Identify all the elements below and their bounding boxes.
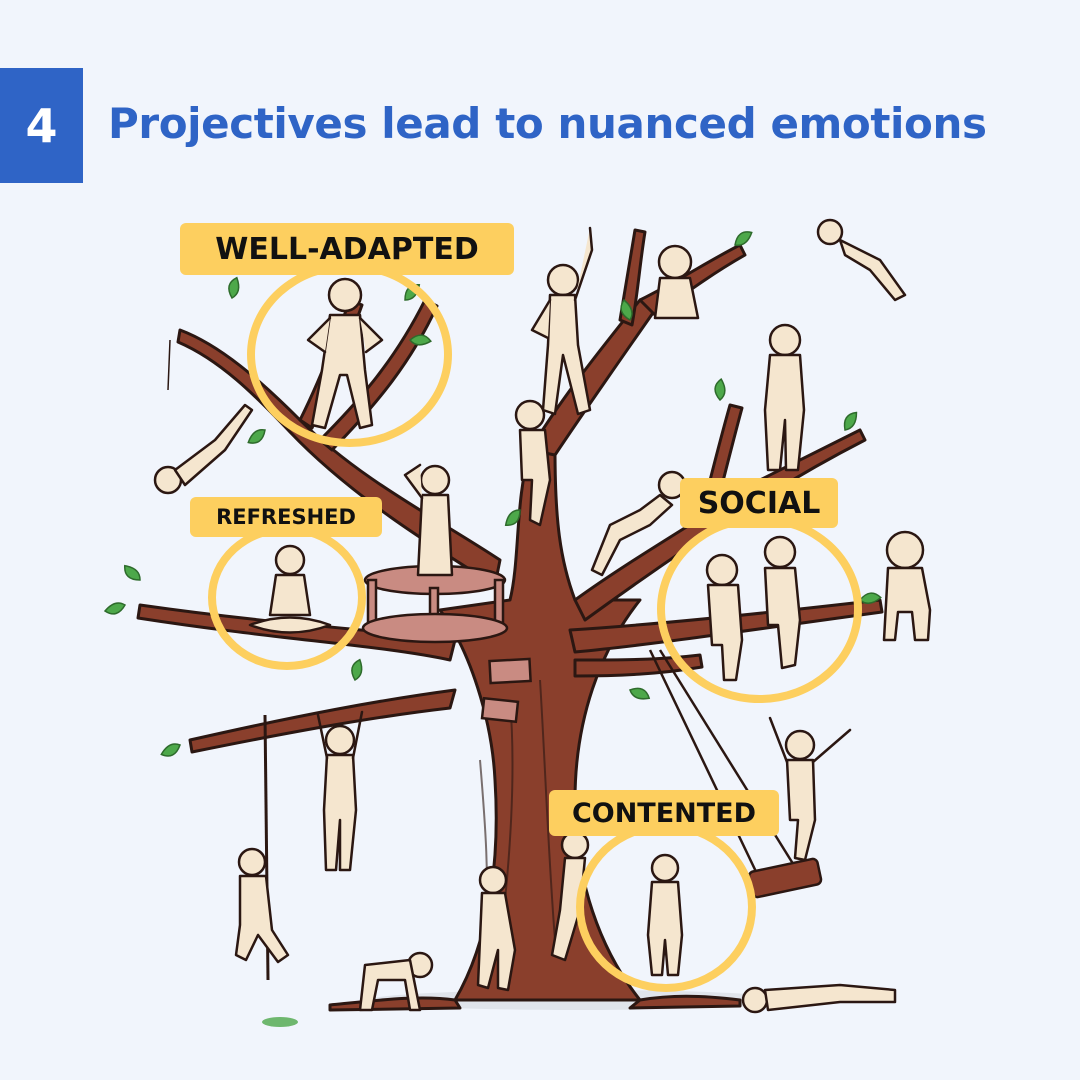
highlight-ring-well-adapted xyxy=(247,262,452,447)
treehouse-basket xyxy=(361,564,509,644)
figure-cheering xyxy=(768,716,852,862)
figure-falling-top xyxy=(816,218,907,302)
figure-crawling xyxy=(358,951,434,1012)
figure-pushing-trunk xyxy=(476,830,590,992)
highlight-ring-refreshed xyxy=(208,525,366,670)
figure-hugging-branch xyxy=(653,244,700,320)
page-title: Projectives lead to nuanced emotions xyxy=(108,99,987,148)
highlight-ring-contented xyxy=(576,822,756,992)
figure-treehouse-lookout xyxy=(403,463,454,577)
figure-rope-climber xyxy=(234,847,290,964)
figure-pointing xyxy=(530,226,594,416)
label-social: SOCIAL xyxy=(680,478,838,528)
figure-sitting-right xyxy=(882,530,932,642)
label-well-adapted: WELL-ADAPTED xyxy=(180,223,514,275)
figure-lounging xyxy=(590,470,687,577)
tree-illustration xyxy=(104,218,932,1027)
figure-hanging xyxy=(316,710,364,872)
figure-crossed-arms xyxy=(763,323,806,472)
figure-lying xyxy=(741,983,897,1014)
label-refreshed: REFRESHED xyxy=(190,497,382,537)
highlight-ring-social xyxy=(657,515,862,703)
step-number-badge: 4 xyxy=(0,68,83,183)
label-contented: CONTENTED xyxy=(549,790,779,836)
figure-upside-down xyxy=(153,403,254,495)
figure-climbing xyxy=(514,399,552,527)
